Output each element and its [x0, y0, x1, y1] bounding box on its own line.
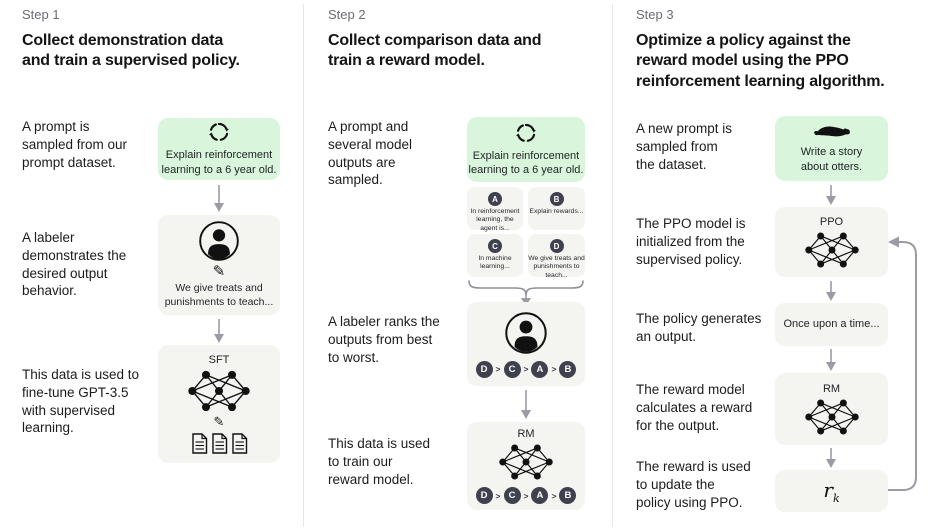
rank-badge: D [475, 487, 493, 504]
flow-arrow [826, 448, 836, 468]
document-icon [231, 433, 247, 454]
step2-prompt-box: Explain reinforcement learning to a 6 ye… [467, 117, 585, 182]
column-divider-1 [303, 4, 304, 527]
step3-text-prompt: A new prompt is sampled from the dataset… [636, 121, 733, 172]
pencil-icon: ✎ [212, 263, 226, 281]
step1-labeler-box: ✎ We give treats and punishments to teac… [158, 215, 280, 315]
step2-text-labeler: A labeler ranks the outputs from best to… [328, 314, 440, 365]
output-text-c: In machine learning... [478, 255, 512, 271]
neural-net-icon [188, 370, 250, 412]
rank-separator: > [495, 364, 501, 374]
sft-label: SFT [208, 354, 230, 366]
output-text-a: In reinforcement learning, the agent is.… [470, 208, 520, 232]
step1-label: Step 1 [22, 7, 60, 22]
flow-arrow [826, 185, 836, 205]
output-box-b: B Explain rewards... [528, 187, 585, 230]
step3-output-box: Once upon a time... [775, 303, 888, 346]
step3-text-generate: The policy generates an output. [636, 311, 762, 344]
output-badge-b: B [549, 192, 564, 206]
flow-arrow [521, 390, 531, 419]
flow-arrow [214, 319, 224, 343]
output-badge-a: A [488, 192, 502, 206]
neural-net-icon [804, 398, 859, 435]
rank-badge: D [475, 360, 493, 378]
step2-text-prompt: A prompt and several model outputs are s… [328, 119, 413, 188]
cycle-icon [516, 123, 536, 142]
documents-icon [191, 433, 248, 454]
step3-prompt-box-text: Write a story about otters. [800, 146, 863, 173]
step1-text-finetune: This data is used to fine-tune GPT-3.5 w… [22, 367, 140, 436]
step2-label: Step 2 [328, 7, 366, 22]
rank-separator: > [551, 364, 557, 374]
ranking-row: D > C > A > B [475, 487, 577, 504]
otter-icon [813, 126, 850, 137]
neural-net-icon [499, 444, 553, 480]
rank-separator: > [523, 364, 529, 374]
reward-sub: k [832, 491, 840, 505]
step2-rm-box: RM D > C > A > B [467, 422, 585, 510]
step2-prompt-box-text: Explain reinforcement learning to a 6 ye… [468, 149, 584, 176]
step3-prompt-box: Write a story about otters. [775, 116, 888, 181]
step1-labeler-box-text: We give treats and punishments to teach.… [164, 282, 274, 308]
cycle-icon [209, 123, 229, 142]
output-box-d: D We give treats and punishments to teac… [528, 234, 585, 279]
step1-prompt-box: Explain reinforcement learning to a 6 ye… [158, 118, 280, 180]
step1-title: Collect demonstration data and train a s… [22, 32, 240, 70]
step3-output-box-text: Once upon a time... [783, 318, 880, 331]
step2-text-train: This data is used to train our reward mo… [328, 436, 431, 487]
flow-arrow [826, 281, 836, 301]
output-box-a: A In reinforcement learning, the agent i… [467, 187, 523, 232]
step3-title: Optimize a policy against the reward mod… [636, 32, 885, 90]
step2-labeler-box: D > C > A > B [467, 302, 585, 386]
neural-net-icon [804, 231, 859, 268]
rank-separator: > [523, 490, 529, 501]
step3-rm-box: RM [775, 373, 888, 445]
brace-connector [468, 280, 584, 296]
step3-reward-box: rk [775, 470, 888, 512]
rm-label: RM [822, 382, 841, 395]
rank-badge: A [531, 487, 549, 504]
step3-text-update: The reward is used to update the policy … [636, 459, 751, 510]
output-text-b: Explain rewards... [529, 208, 584, 215]
flow-arrow [826, 349, 836, 371]
step3-ppo-box: PPO [775, 207, 888, 277]
output-box-c: C In machine learning... [467, 234, 523, 277]
reward-value: rk [823, 478, 839, 505]
feedback-loop-arrow [888, 236, 917, 491]
labeler-person-icon [199, 221, 239, 262]
step3-label: Step 3 [636, 7, 674, 22]
step1-text-prompt: A prompt is sampled from our prompt data… [22, 119, 128, 170]
rank-badge: C [503, 360, 521, 378]
labeler-person-icon [505, 311, 547, 354]
ppo-label: PPO [819, 215, 844, 228]
document-icon [191, 433, 207, 454]
reward-base: r [823, 477, 833, 502]
rank-badge: B [559, 487, 577, 504]
rank-badge: C [503, 487, 521, 504]
step1-sft-box: SFT ✎ [158, 345, 280, 463]
rank-separator: > [551, 490, 557, 501]
step3-text-init: The PPO model is initialized from the su… [636, 216, 746, 267]
rank-separator: > [495, 490, 501, 501]
output-badge-c: C [488, 239, 502, 253]
step2-title: Collect comparison data and train a rewa… [328, 32, 542, 70]
step3-text-reward: The reward model calculates a reward for… [636, 382, 753, 433]
step1-prompt-box-text: Explain reinforcement learning to a 6 ye… [161, 149, 277, 176]
rm-label: RM [517, 428, 535, 440]
document-icon [211, 433, 227, 454]
step1-text-labeler: A labeler demonstrates the desired outpu… [22, 230, 127, 299]
column-divider-2 [612, 4, 613, 527]
pencil-icon: ✎ [213, 414, 225, 429]
flow-arrow [214, 185, 224, 212]
rank-badge: B [559, 360, 577, 378]
output-badge-d: D [549, 239, 564, 253]
output-text-d: We give treats and punishments to teach.… [528, 255, 585, 279]
ranking-row: D > C > A > B [475, 360, 577, 378]
rank-badge: A [531, 360, 549, 378]
